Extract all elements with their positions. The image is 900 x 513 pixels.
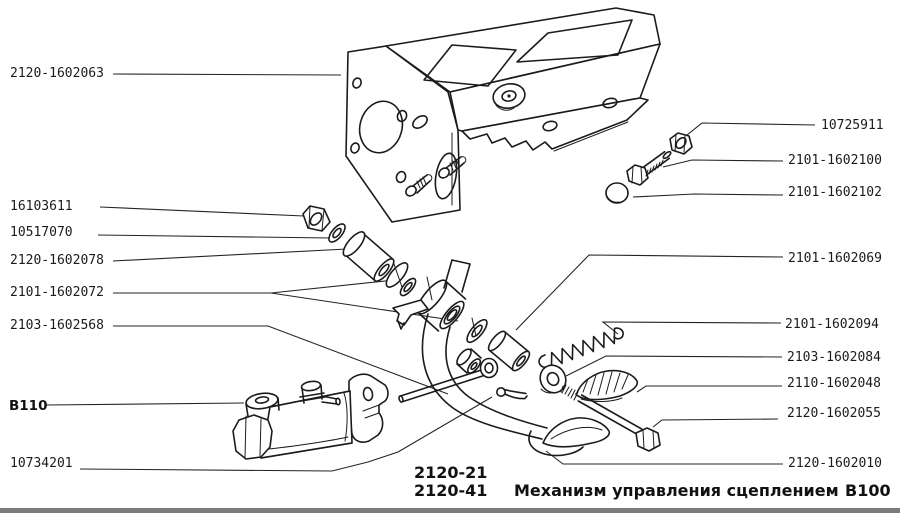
part-label: 2120-1602010	[788, 456, 882, 471]
part-label: 2103-1602568	[10, 318, 104, 333]
page-edge-bar	[0, 508, 900, 513]
figure-title: Механизм управления сцеплением	[514, 481, 839, 500]
return-spring	[538, 327, 624, 369]
adjusting-bolt	[626, 150, 672, 186]
pivot-bushing-rear	[466, 317, 488, 344]
part-label: 2120-1602055	[787, 406, 881, 421]
figure-ref-label: B110	[9, 398, 48, 414]
model-code: 2120-41	[414, 481, 488, 500]
part-label: 2120-1602078	[10, 253, 104, 268]
spacer-sleeve	[487, 330, 531, 372]
part-label: 10517070	[10, 225, 73, 240]
part-label: 2101-1602100	[788, 153, 882, 168]
leader-lines	[45, 73, 816, 472]
pivot-sleeve	[342, 231, 395, 282]
pedal-cushion	[575, 369, 639, 402]
part-label: 2101-1602069	[788, 251, 882, 266]
pivot-washer	[328, 223, 346, 243]
pushrod	[398, 357, 499, 403]
part-label: 2120-1602063	[10, 66, 104, 81]
part-label: 2110-1602048	[787, 376, 881, 391]
bracket-stud	[438, 156, 467, 179]
spring-washer	[539, 364, 567, 394]
pivot-nut	[302, 205, 331, 232]
part-label: 2101-1602072	[10, 285, 104, 300]
part-label: 2101-1602094	[785, 317, 879, 332]
part-label: 2101-1602102	[788, 185, 882, 200]
part-label: 16103611	[10, 199, 73, 214]
stop-bolt	[560, 384, 661, 452]
part-label: 2103-1602084	[787, 350, 881, 365]
part-label: 10725911	[821, 118, 884, 133]
clutch-pedal	[392, 259, 611, 457]
figure-code: B100	[845, 481, 891, 500]
bracket-stud	[405, 174, 433, 197]
part-label: 10734201	[10, 456, 73, 471]
model-code: 2120-21	[414, 463, 488, 482]
clutch-master-cylinder	[232, 373, 389, 460]
cotter-pin	[495, 386, 528, 400]
pivot-bushing-front	[385, 262, 417, 297]
protective-cap	[605, 182, 629, 204]
lock-nut	[669, 132, 693, 155]
